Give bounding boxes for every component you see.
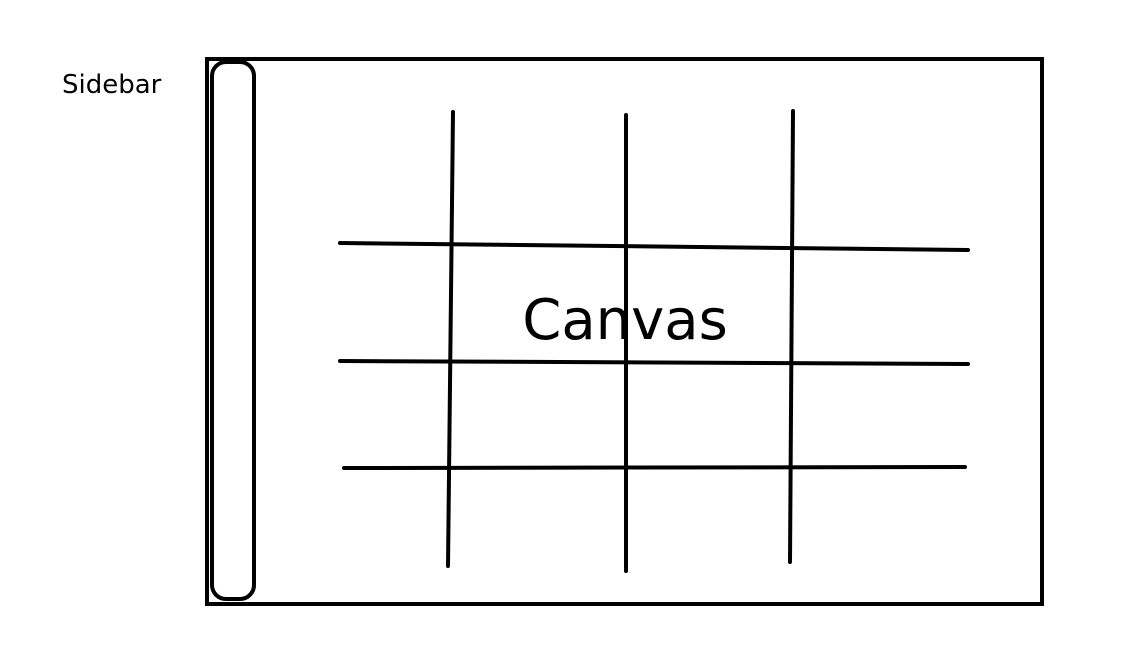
sidebar-label: Sidebar (62, 70, 162, 100)
canvas-label: Canvas (522, 288, 728, 353)
sidebar-panel[interactable] (210, 60, 256, 601)
